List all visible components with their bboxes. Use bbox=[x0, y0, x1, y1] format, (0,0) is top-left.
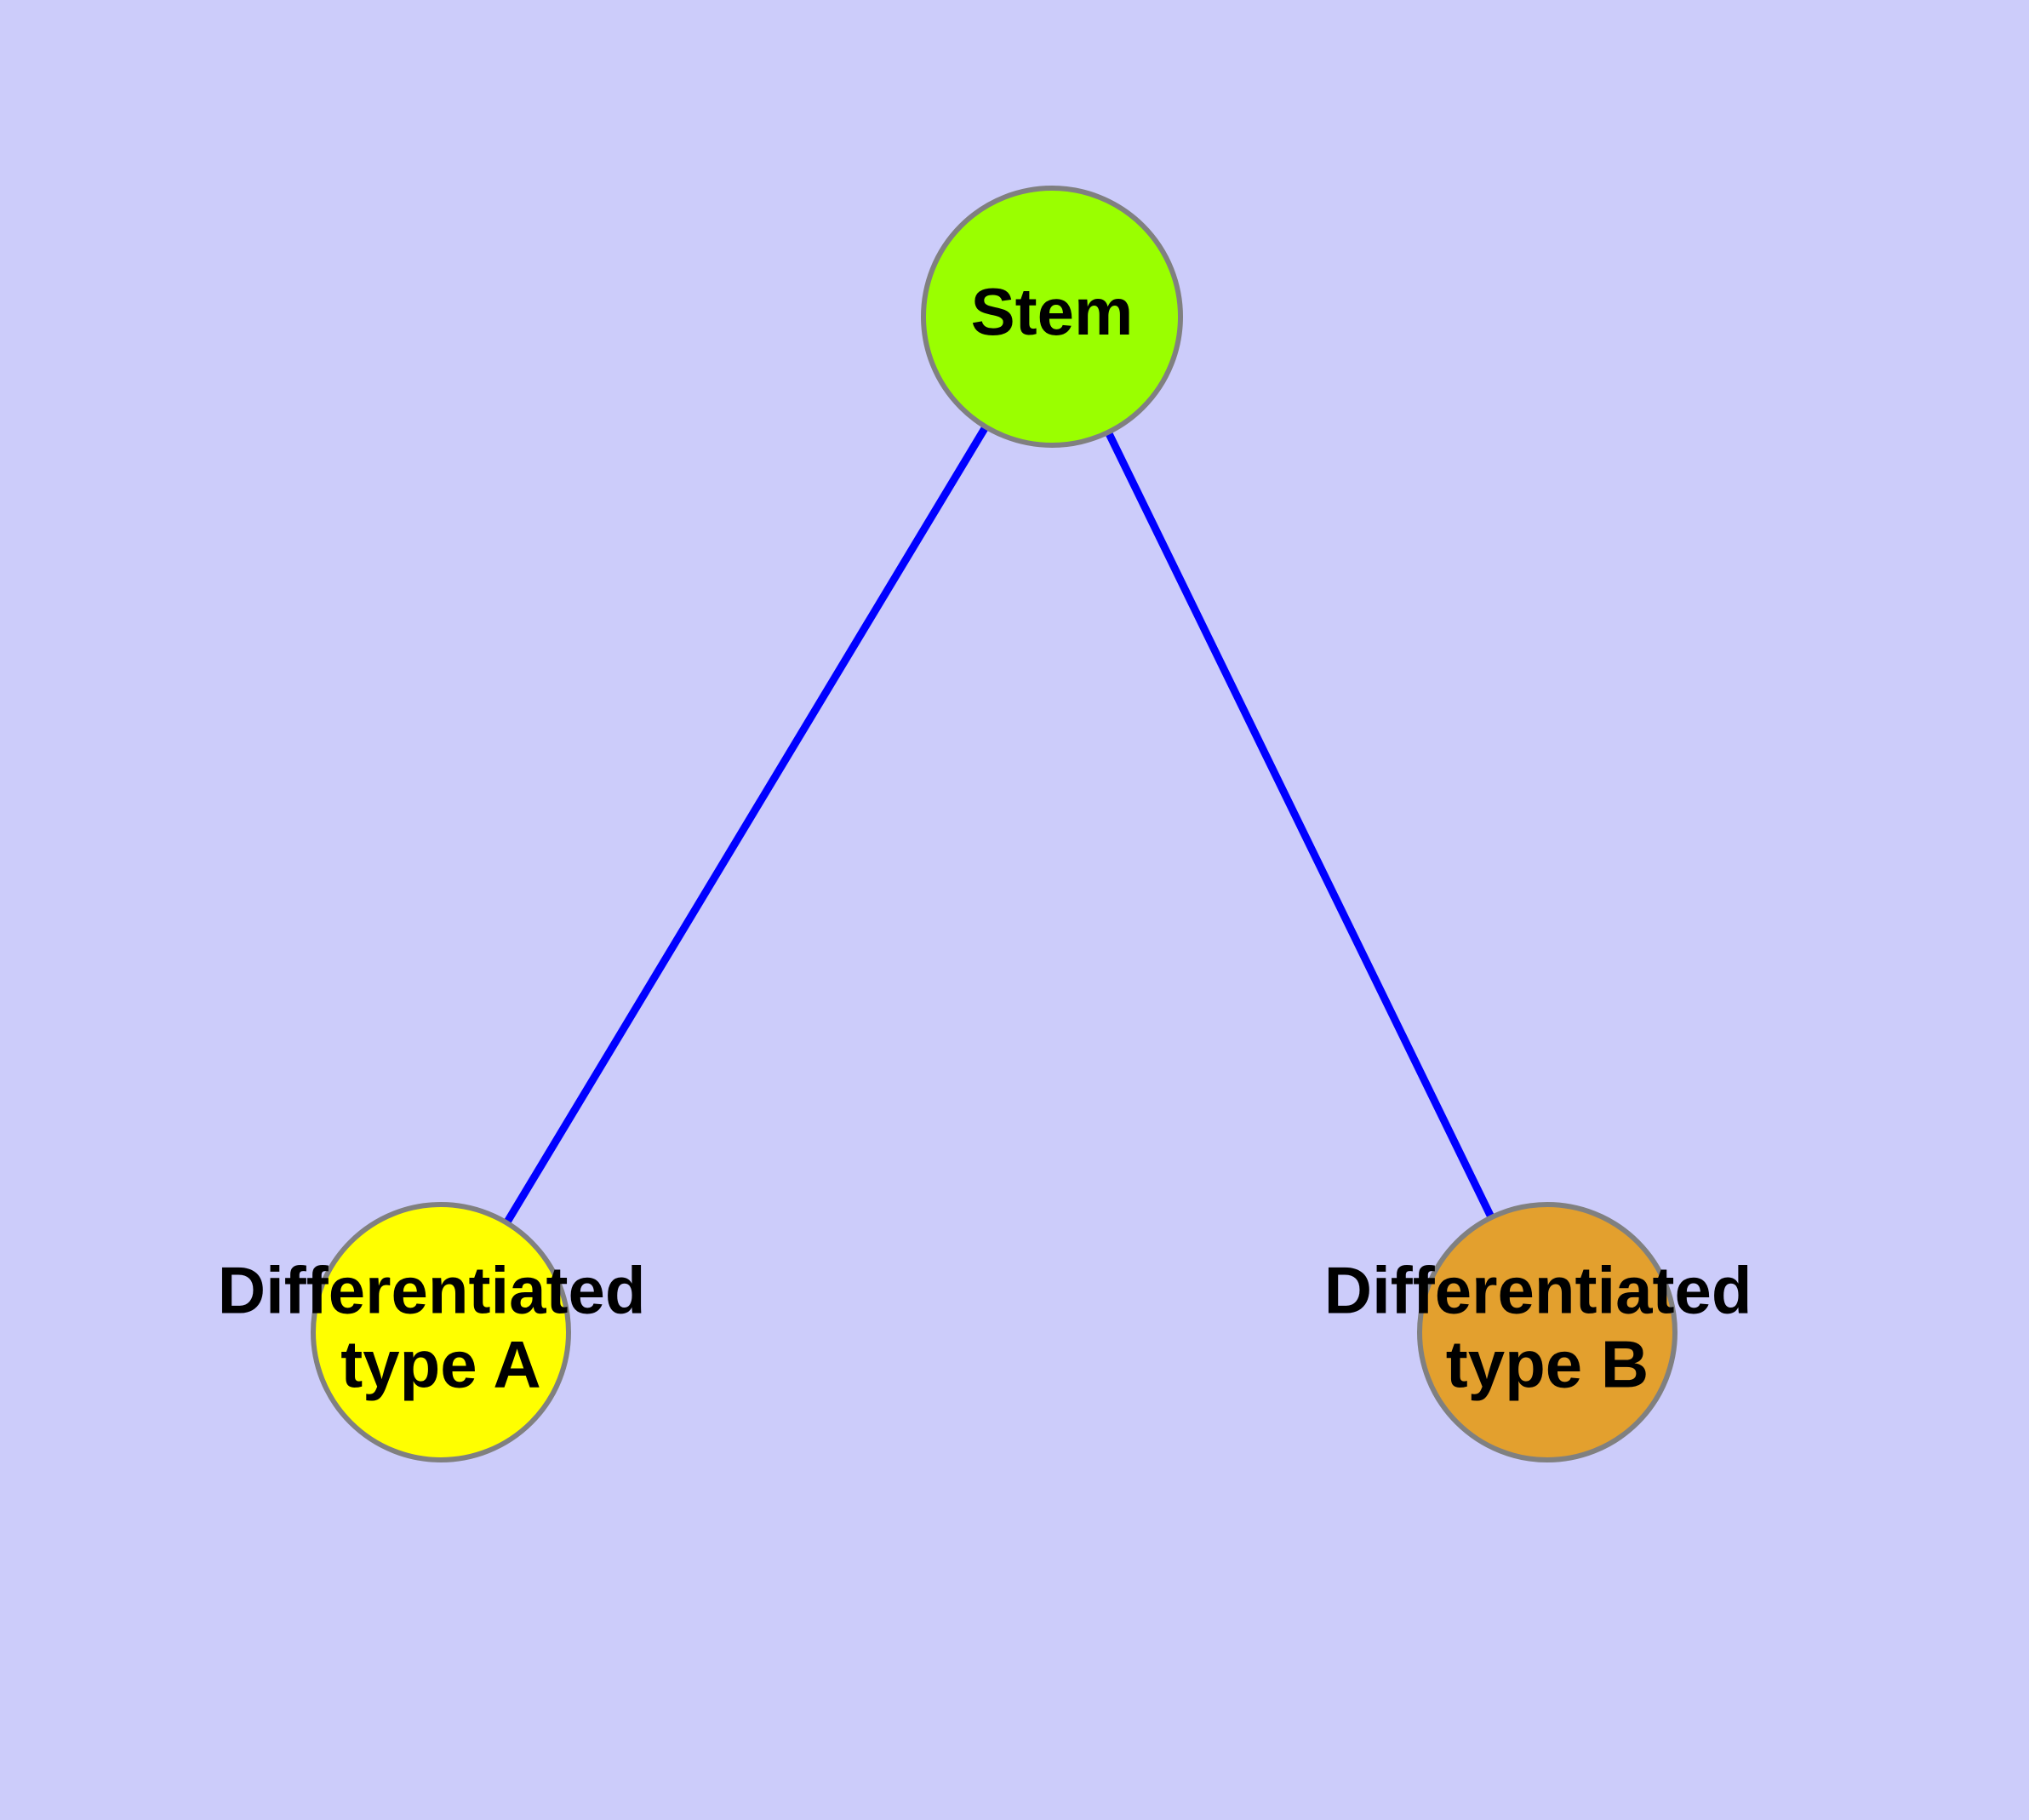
node-stem[interactable]: Stem bbox=[921, 186, 1183, 448]
edge-stem-to-differentiated-type-a[interactable] bbox=[437, 314, 1055, 1335]
node-stem-label-line-1: Stem bbox=[971, 274, 1134, 349]
node-differentiated-type-a-label: Differentiated type A bbox=[218, 1252, 664, 1401]
edge-stem-to-differentiated-type-b[interactable] bbox=[1048, 315, 1552, 1334]
edges-layer bbox=[437, 314, 1552, 1335]
node-differentiated-type-a-label-line-2: type A bbox=[340, 1326, 541, 1401]
node-differentiated-type-a-label-line-1: Differentiated bbox=[218, 1252, 646, 1327]
nodes-layer: Stem Differentiated type A Differentiate… bbox=[218, 186, 1770, 1462]
node-differentiated-type-b-label-line-1: Differentiated bbox=[1324, 1252, 1752, 1327]
node-differentiated-type-b-label-line-2: type B bbox=[1446, 1326, 1649, 1401]
node-differentiated-type-b-circle[interactable] bbox=[1417, 1202, 1677, 1462]
node-differentiated-type-a-circle[interactable] bbox=[311, 1202, 571, 1462]
node-differentiated-type-a[interactable]: Differentiated type A bbox=[218, 1202, 664, 1462]
node-differentiated-type-b[interactable]: Differentiated type B bbox=[1324, 1202, 1770, 1462]
node-differentiated-type-b-label: Differentiated type B bbox=[1324, 1252, 1770, 1401]
node-stem-circle[interactable] bbox=[921, 186, 1183, 448]
node-stem-label: Stem bbox=[971, 274, 1134, 349]
